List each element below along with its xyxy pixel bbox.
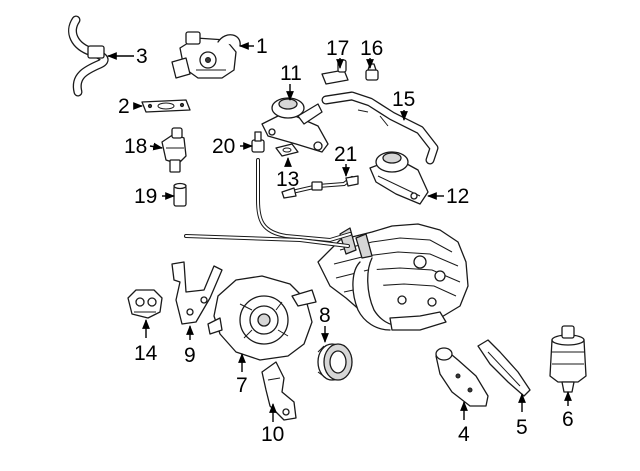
callout-7: 7 (236, 374, 248, 397)
engine-intake-assembly (317, 223, 469, 331)
callout-11: 11 (280, 62, 302, 85)
callout-17: 17 (326, 37, 349, 60)
callout-12: 12 (446, 185, 469, 208)
gasket-part-2 (141, 99, 191, 113)
air-pump-part-7 (207, 275, 317, 361)
callout-4: 4 (458, 423, 470, 446)
leader-18 (149, 142, 163, 151)
egr-valve-part-11 (261, 97, 329, 153)
bracket-part-10 (261, 361, 297, 421)
leader-lines (107, 42, 572, 422)
valve-part-12 (369, 151, 429, 205)
callout-2: 2 (118, 95, 130, 118)
callout-19: 19 (134, 185, 157, 208)
pulley-part-8 (317, 343, 353, 381)
sensor-part-14 (127, 289, 163, 319)
relay-part-4 (435, 347, 489, 407)
callout-16: 16 (360, 37, 383, 60)
callout-1: 1 (256, 35, 268, 58)
callout-labels: 1 2 3 4 5 6 7 8 9 10 11 12 13 14 15 16 1… (118, 35, 574, 446)
air-valve-part-1 (171, 31, 241, 79)
callout-14: 14 (134, 342, 158, 365)
callout-6: 6 (562, 408, 574, 431)
callout-8: 8 (319, 304, 331, 327)
vacuum-line (184, 158, 352, 248)
callout-3: 3 (136, 45, 148, 68)
callout-9: 9 (184, 344, 196, 367)
callout-20: 20 (212, 135, 235, 158)
tube-part-21 (281, 175, 359, 199)
vacuum-fitting-part-20 (251, 131, 265, 153)
callout-5: 5 (516, 416, 528, 439)
tee-fitting-part-17 (321, 59, 349, 85)
callout-21: 21 (334, 143, 357, 166)
callout-15: 15 (392, 88, 415, 111)
check-valve-part-16 (365, 63, 379, 81)
callout-18: 18 (124, 135, 147, 158)
bracket-part-9 (171, 261, 223, 325)
bracket-part-5 (477, 339, 531, 397)
plug-part-19 (173, 182, 187, 207)
gasket-part-13 (275, 143, 299, 157)
air-tube-part-15 (321, 91, 439, 165)
sensor-part-18 (161, 127, 187, 173)
air-hose-part-3 (68, 15, 109, 97)
callout-10: 10 (261, 423, 284, 446)
filter-part-6 (549, 325, 587, 393)
callout-13: 13 (276, 168, 299, 191)
